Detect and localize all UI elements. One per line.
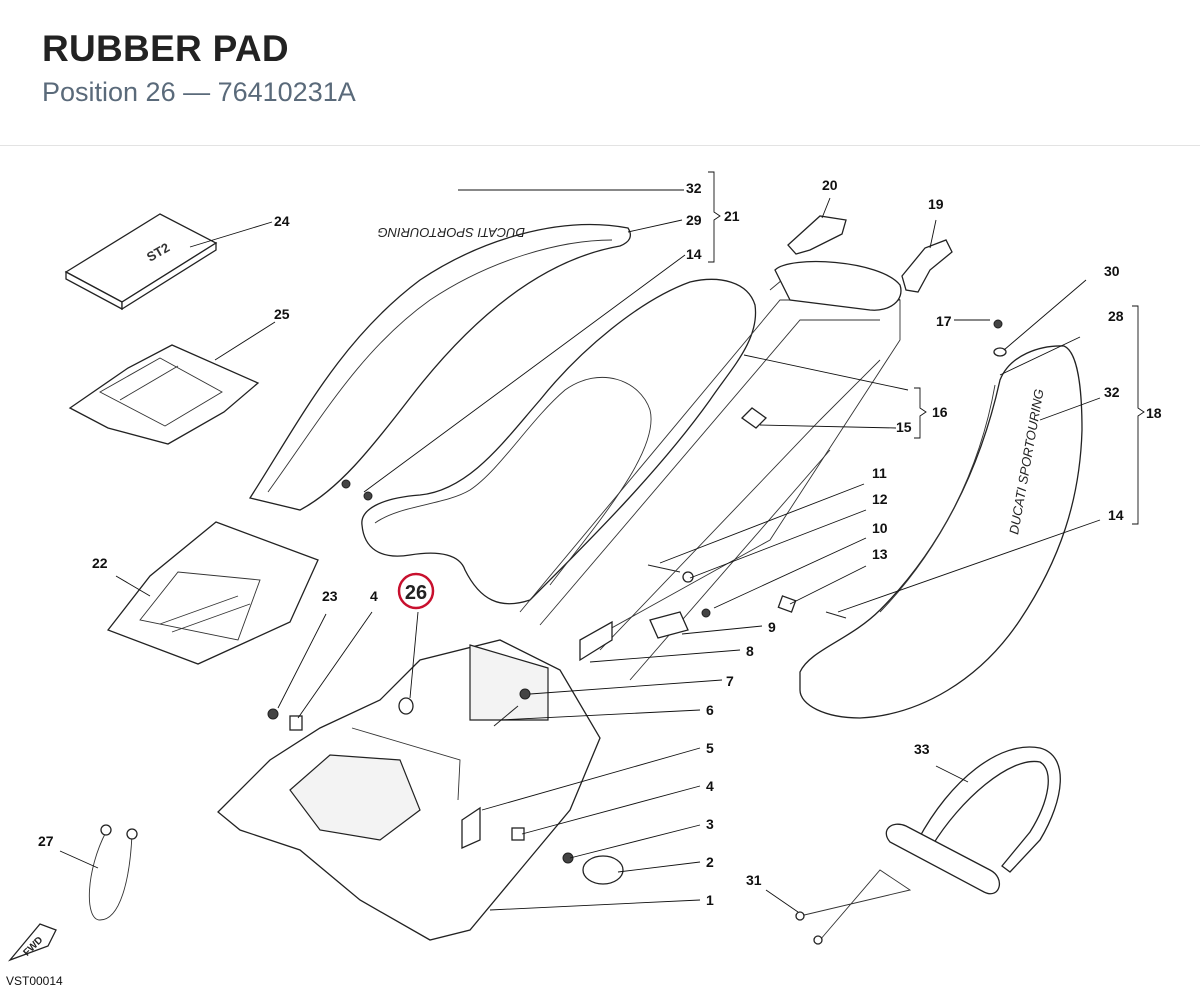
callout-numbers: 32 29 21 14 20 19 30 17 28 32 18 16 15 1… — [38, 177, 1162, 908]
helmet-cable — [88, 824, 138, 921]
callout-6: 6 — [706, 702, 714, 718]
callout-28: 28 — [1108, 308, 1124, 324]
seat-cover: DUCATI SPORTOURING — [248, 223, 631, 511]
group-braces — [708, 171, 1145, 525]
callout-1: 1 — [706, 892, 714, 908]
leader-lines — [59, 189, 1101, 913]
callout-25: 25 — [274, 306, 290, 322]
undertray — [217, 639, 601, 941]
callout-21: 21 — [724, 208, 740, 224]
seat — [361, 278, 757, 605]
page-header: RUBBER PAD Position 26 — 76410231A — [0, 0, 1200, 146]
callout-22: 22 — [92, 555, 108, 571]
callout-9: 9 — [768, 619, 776, 635]
callout-10: 10 — [872, 520, 888, 536]
tray — [106, 521, 319, 665]
callout-4-left: 4 — [370, 588, 378, 604]
callout-7: 7 — [726, 673, 734, 689]
page-subtitle: Position 26 — 76410231A — [42, 77, 356, 107]
callout-29: 29 — [686, 212, 702, 228]
drawing-code: VST00014 — [6, 974, 63, 988]
callout-23: 23 — [322, 588, 338, 604]
highlight-ring — [397, 572, 435, 610]
highlight-label: 26 — [405, 582, 427, 604]
callout-17: 17 — [936, 313, 952, 329]
seat-logo: DUCATI SPORTOURING — [378, 225, 525, 240]
callout-11: 11 — [872, 465, 887, 481]
page-title: RUBBER PAD — [42, 28, 289, 69]
exploded-parts-diagram: ST2 DUCATI SPORTOURING DUCATI SPORTOU — [7, 171, 1162, 962]
document-holder — [68, 344, 260, 445]
manual-book: ST2 — [64, 213, 218, 311]
forward-arrow: FWD — [7, 923, 57, 962]
callout-24: 24 — [274, 213, 290, 229]
callout-13: 13 — [872, 546, 888, 562]
callout-32-top: 32 — [686, 180, 702, 196]
callout-31: 31 — [746, 872, 762, 888]
hardware — [267, 319, 1007, 885]
callout-33: 33 — [914, 741, 930, 757]
callout-16: 16 — [932, 404, 948, 420]
luggage-strap — [795, 869, 912, 945]
highlight-callout[interactable]: 26 — [397, 572, 435, 610]
rear-frame — [519, 261, 902, 681]
callout-5: 5 — [706, 740, 714, 756]
callout-19: 19 — [928, 196, 944, 212]
callout-4-right: 4 — [706, 778, 714, 794]
callout-14-side: 14 — [1108, 507, 1124, 523]
callout-30: 30 — [1104, 263, 1120, 279]
callout-32-side: 32 — [1104, 384, 1120, 400]
callout-12: 12 — [872, 491, 888, 507]
callout-27: 27 — [38, 833, 54, 849]
callout-20: 20 — [822, 177, 838, 193]
callout-15: 15 — [896, 419, 912, 435]
callout-3: 3 — [706, 816, 714, 832]
side-panel: DUCATI SPORTOURING — [799, 345, 1083, 719]
callout-8: 8 — [746, 643, 754, 659]
callout-2: 2 — [706, 854, 714, 870]
callout-14-top: 14 — [686, 246, 702, 262]
grab-handle-covers — [787, 215, 953, 293]
callout-18: 18 — [1146, 405, 1162, 421]
u-lock — [885, 746, 1061, 895]
